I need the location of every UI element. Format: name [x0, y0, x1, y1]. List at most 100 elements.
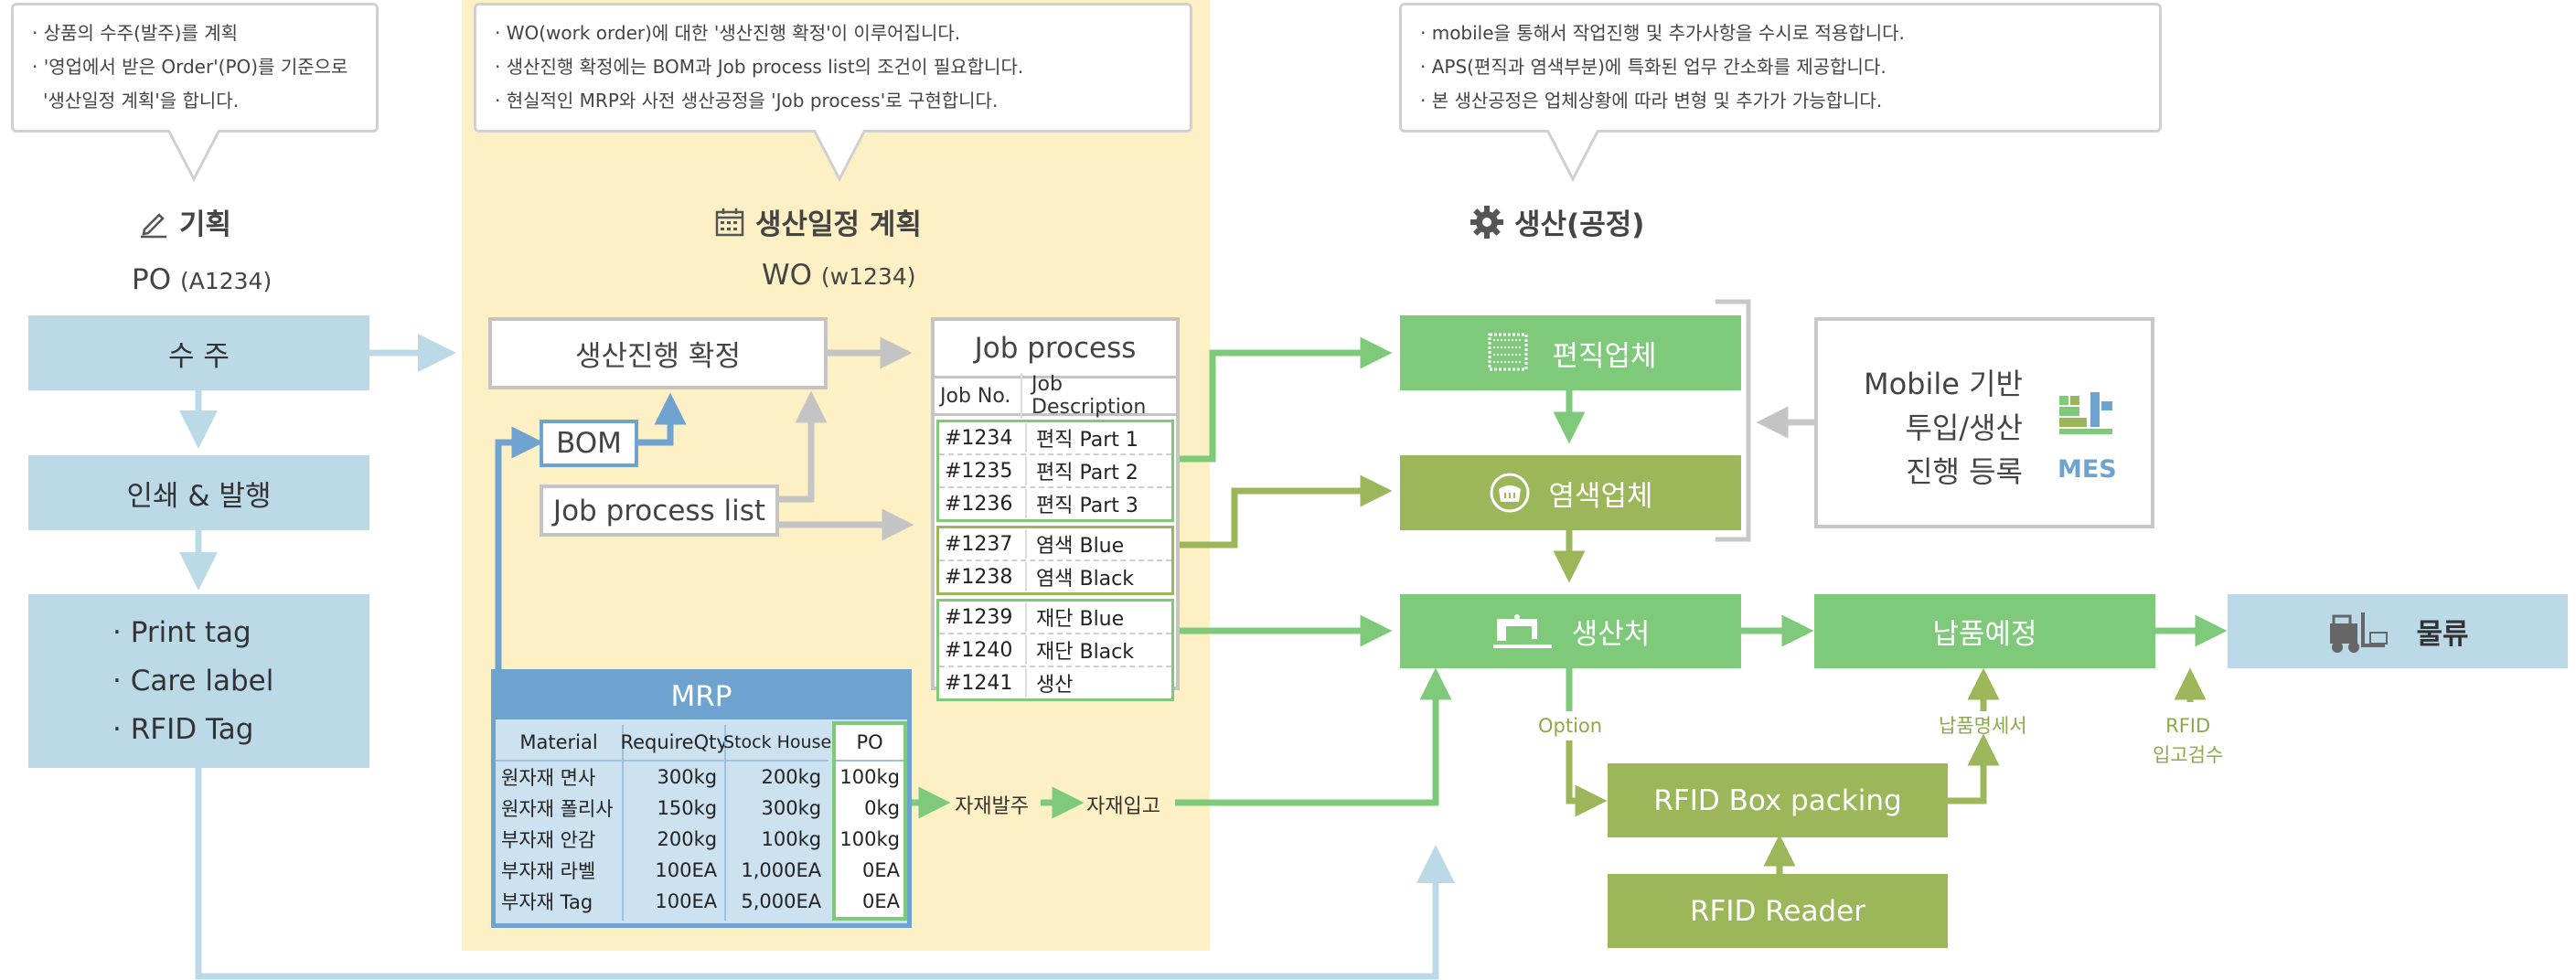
production-confirm-box: 생산진행 확정 [488, 317, 828, 389]
mrp-cell: 0EA [862, 859, 900, 881]
production-confirm-label: 생산진행 확정 [575, 340, 741, 373]
invoice-label: 납품명세서 [1939, 715, 2027, 737]
callout-line: · 본 생산공정은 업체상황에 따라 변형 및 추가가 가능합니다. [1420, 90, 1883, 112]
mes-box: Mobile 기반 투입/생산 진행 등록 MES [1814, 317, 2154, 528]
rfid-box-packing-label: RFID Box packing [1653, 783, 1902, 817]
rfid-check-label: RFID 입고검수 [2153, 711, 2223, 770]
factory-label: 생산처 [1571, 618, 1651, 651]
job-process-title: Job process [935, 321, 1176, 378]
mrp-cell: 100EA [655, 890, 718, 912]
mes-line: 투입/생산 [1905, 410, 2023, 445]
callout-line: · mobile을 통해서 작업진행 및 추가사항을 수시로 적용합니다. [1420, 22, 1905, 44]
factory-box: 생산처 [1400, 594, 1741, 668]
logistics-label: 물류 [2416, 618, 2469, 651]
tag-item: · Print tag [112, 615, 251, 649]
schedule-title: 생산일정 계획 [713, 201, 922, 242]
po-code: (A1234) [179, 268, 273, 294]
delivery-schedule-box: 납품예정 [1814, 594, 2155, 668]
calendar-icon [713, 206, 746, 239]
mrp-cell: 100kg [839, 766, 900, 788]
mes-label: MES [2058, 455, 2117, 484]
fabric-icon [1484, 331, 1535, 375]
job-no: #1236 [945, 492, 1013, 516]
production-callout-tail [1545, 130, 1600, 183]
job-no: #1238 [945, 565, 1013, 589]
mrp-cell: 150kg [657, 797, 718, 819]
job-process-list-label: Job process list [552, 494, 766, 527]
mrp-cell: 0kg [864, 797, 900, 819]
header-job-desc: Job Description [1021, 373, 1176, 419]
schedule-callout: · WO(work order)에 대한 '생산진행 확정'이 이루어집니다. … [474, 3, 1192, 133]
wo-label: WO (w1234) [762, 259, 916, 292]
table-row: #1238 염색 Black [939, 561, 1171, 592]
job-no: #1241 [945, 671, 1013, 695]
mrp-cell: 100EA [655, 859, 718, 881]
mrp-col-material: Material 원자재 면사 원자재 폴리사 부자재 안감 부자재 라벨 부자… [496, 725, 623, 921]
po-label-text: PO [132, 263, 172, 296]
table-row: #1241 생산 [939, 667, 1171, 698]
mrp-cell: 5,000EA [741, 890, 822, 912]
planning-callout: · 상품의 수주(발주)를 계획 · '영업에서 받은 Order'(PO)를 … [11, 3, 379, 133]
option-label: Option [1538, 715, 1603, 737]
mrp-cell: 100kg [761, 828, 822, 850]
mrp-cell: 100kg [839, 828, 900, 850]
order-box: 수 주 [28, 315, 369, 390]
knitting-vendor-box: 편직업체 [1400, 315, 1741, 390]
planning-title: 기획 [137, 201, 231, 242]
mes-line: 진행 등록 [1906, 454, 2023, 489]
mrp-cell: 200kg [657, 828, 718, 850]
bom-label: BOM [556, 427, 622, 460]
job-desc: 편직 Part 1 [1025, 423, 1171, 453]
planning-title-text: 기획 [179, 208, 232, 241]
header-job-no: Job No. [940, 384, 1011, 408]
planning-callout-tail [166, 130, 221, 183]
job-no: #1234 [945, 426, 1013, 450]
mes-logo-icon [2059, 392, 2112, 434]
job-desc: 재단 Black [1025, 635, 1171, 665]
mrp-cell: 200kg [761, 766, 822, 788]
job-process-table: Job process Job No. Job Description #123… [931, 317, 1180, 701]
gear-icon [1469, 204, 1505, 240]
mrp-cell: 부자재 Tag [501, 891, 593, 913]
print-issue-box: 인쇄 & 발행 [28, 455, 369, 530]
production-callout: · mobile을 통해서 작업진행 및 추가사항을 수시로 적용합니다. · … [1399, 3, 2162, 133]
job-desc: 편직 Part 2 [1025, 456, 1171, 485]
material-receive-label: 자재입고 [1086, 795, 1160, 818]
rfid-check-line: 입고검수 [2153, 744, 2224, 766]
bom-box: BOM [540, 420, 638, 467]
mrp-cell: 원자재 면사 [501, 767, 596, 789]
mrp-header: RequireQty [620, 725, 728, 762]
mrp-table: MRP Material 원자재 면사 원자재 폴리사 부자재 안감 부자재 라… [491, 669, 912, 928]
mrp-col-po: PO 100kg 0kg 100kg 0EA 0EA [832, 721, 907, 921]
po-label: PO (A1234) [132, 263, 272, 296]
forklift-icon [2326, 609, 2403, 655]
job-no: #1237 [945, 532, 1013, 556]
mrp-col-require: RequireQty 300kg 150kg 200kg 100EA 100EA [620, 725, 728, 921]
job-desc: 염색 Black [1025, 562, 1171, 591]
mrp-body: Material 원자재 면사 원자재 폴리사 부자재 안감 부자재 라벨 부자… [496, 721, 907, 921]
job-no: #1235 [945, 459, 1013, 483]
tag-list-box: · Print tag · Care label · RFID Tag [28, 594, 369, 768]
material-order-label: 자재발주 [955, 795, 1029, 818]
table-row: #1235 편직 Part 2 [939, 455, 1171, 488]
callout-line: · 상품의 수주(발주)를 계획 [32, 22, 239, 44]
order-box-label: 수 주 [168, 339, 230, 373]
mrp-col-stock: Stock House 200kg 300kg 100kg 1,000EA 5,… [723, 725, 831, 921]
mrp-cell: 원자재 폴리사 [501, 798, 614, 820]
callout-line: · WO(work order)에 대한 '생산진행 확정'이 이루어집니다. [495, 22, 961, 44]
job-desc: 생산 [1025, 668, 1171, 698]
job-process-header: Job No. Job Description [935, 373, 1176, 419]
mrp-cell: 부자재 안감 [501, 829, 596, 851]
callout-line: · 생산진행 확정에는 BOM과 Job process list의 조건이 필… [495, 56, 1024, 78]
wo-label-text: WO [762, 259, 813, 292]
knitting-vendor-label: 편직업체 [1552, 339, 1657, 373]
schedule-callout-tail [812, 130, 867, 183]
tag-item: · RFID Tag [112, 712, 254, 746]
callout-line: · '영업에서 받은 Order'(PO)를 기준으로 [32, 56, 348, 78]
